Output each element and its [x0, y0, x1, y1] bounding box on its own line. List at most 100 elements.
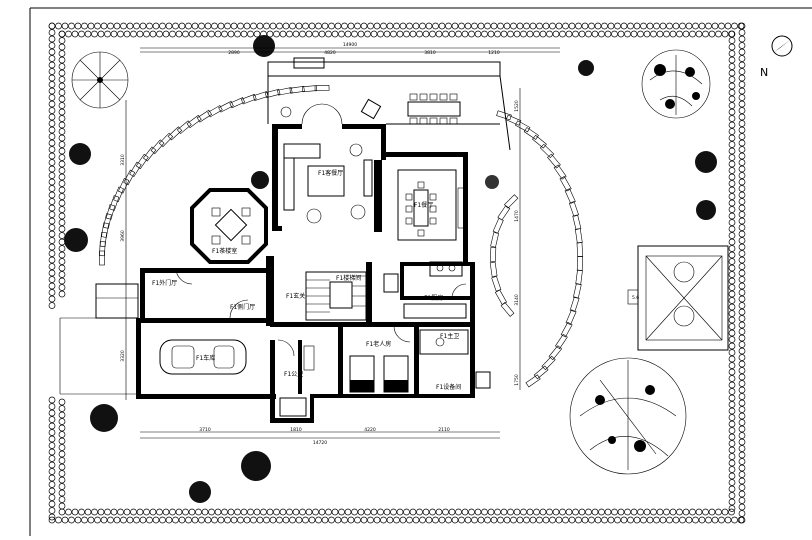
hedge-shrub: [435, 30, 443, 38]
hedge-shrub: [58, 134, 66, 142]
stepping-stone: [289, 85, 305, 94]
hedge-shrub: [182, 30, 189, 38]
hedge-shrub: [367, 516, 374, 524]
hedge-shrub: [451, 516, 459, 524]
hedge-shrub: [331, 508, 339, 516]
hedge-shrub: [250, 516, 257, 524]
hedge-shrub: [325, 508, 332, 516]
hedge-shrub: [58, 245, 66, 252]
hedge-shrub: [738, 393, 746, 400]
hedge-shrub: [48, 48, 56, 56]
hedge-shrub: [227, 508, 235, 516]
hedge-shrub: [58, 444, 66, 451]
hedge-shrub: [520, 30, 527, 38]
hedge-shrub: [58, 271, 66, 278]
hedge-shrub: [292, 508, 300, 516]
hedge-shrub: [367, 22, 374, 30]
stepping-stone: [229, 97, 246, 109]
hedge-shrub: [738, 68, 746, 75]
hedge-shrub: [58, 457, 66, 464]
stepping-stone: [135, 153, 149, 170]
hedge-shrub: [549, 516, 556, 524]
tree-large-ne: [641, 49, 711, 119]
hedge-shrub: [58, 277, 66, 285]
hedge-shrub: [48, 146, 56, 153]
room-elder: F1老人房: [366, 340, 391, 348]
hedge-shrub: [224, 22, 231, 30]
dim-right-2: 1470: [514, 210, 520, 222]
hedge-shrub: [204, 516, 212, 524]
hedge-shrub: [162, 30, 170, 38]
hedge-shrub: [97, 30, 105, 38]
hedge-shrub: [143, 30, 150, 38]
hedge-shrub: [279, 508, 287, 516]
hedge-shrub: [513, 508, 521, 516]
hedge-shrub: [156, 30, 163, 38]
hedge-shrub: [318, 508, 326, 516]
hedge-shrub: [58, 411, 66, 419]
hedge-shrub: [738, 243, 746, 251]
hedge-shrub: [728, 95, 736, 103]
hedge-shrub: [728, 193, 736, 200]
hedge-shrub: [58, 108, 66, 116]
hedge-shrub: [341, 22, 348, 30]
hedge-shrub: [58, 180, 66, 187]
hedge-shrub: [650, 30, 657, 38]
hedge-shrub: [312, 508, 319, 516]
hedge-shrub: [256, 516, 264, 524]
hedge-shrub: [321, 22, 329, 30]
hedge-shrub: [211, 516, 218, 524]
hedge-shrub: [679, 22, 686, 30]
hedge-shrub: [354, 22, 361, 30]
hedge-shrub: [48, 295, 56, 303]
hedge-shrub: [588, 22, 595, 30]
hedge-shrub: [497, 22, 504, 30]
hedge-shrub: [728, 225, 736, 233]
hedge-shrub: [48, 185, 56, 192]
hedge-shrub: [133, 516, 140, 524]
hedge-shrub: [84, 508, 92, 516]
stepping-stone: [504, 194, 519, 209]
hedge-shrub: [84, 30, 92, 38]
hedge-shrub: [208, 508, 215, 516]
stepping-stone: [489, 261, 498, 277]
hedge-shrub: [237, 516, 244, 524]
boundary-hedge: [48, 22, 746, 524]
hedge-shrub: [58, 115, 66, 122]
hedge-shrub: [728, 115, 736, 122]
stepping-stone: [548, 345, 563, 361]
hedge-shrub: [542, 516, 550, 524]
hedge-shrub: [464, 22, 472, 30]
hedge-shrub: [48, 481, 56, 488]
hedge-shrub: [738, 81, 746, 88]
hedge-shrub: [48, 403, 56, 410]
hedge-shrub: [48, 250, 56, 257]
hedge-shrub: [312, 30, 319, 38]
stepping-stone: [491, 275, 502, 292]
hedge-shrub: [58, 30, 66, 38]
stepping-stone: [539, 143, 555, 159]
hedge-shrub: [490, 516, 498, 524]
hedge-shrub: [738, 159, 746, 166]
hedge-shrub: [669, 508, 677, 516]
hedge-shrub: [58, 219, 66, 226]
stepping-stone-path: [99, 85, 584, 388]
hedge-shrub: [659, 22, 667, 30]
hedge-shrub: [139, 22, 147, 30]
hedge-shrub: [305, 508, 313, 516]
hedge-shrub: [396, 30, 404, 38]
hedge-shrub: [240, 508, 248, 516]
room-stair: F1楼梯间: [336, 274, 361, 282]
hedge-shrub: [123, 30, 131, 38]
hedge-shrub: [178, 22, 186, 30]
hedge-shrub: [738, 399, 746, 407]
hedge-shrub: [445, 516, 452, 524]
hedge-shrub: [91, 30, 98, 38]
hedge-shrub: [81, 22, 88, 30]
hedge-shrub: [594, 516, 602, 524]
hedge-shrub: [247, 508, 254, 516]
hedge-shrub: [393, 22, 400, 30]
hedge-shrub: [55, 516, 62, 524]
stepping-stone: [186, 114, 202, 129]
